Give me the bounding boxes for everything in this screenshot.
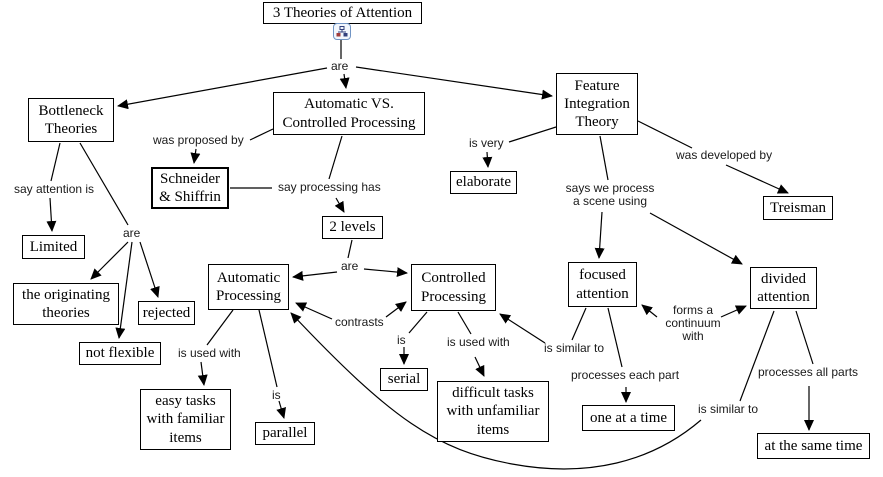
concept-elaborate[interactable]: elaborate: [450, 171, 517, 194]
link-was-developed-by[interactable]: was developed by: [676, 148, 773, 162]
link-say-processing-has[interactable]: say processing has: [278, 180, 381, 194]
link-say-attention-is[interactable]: say attention is: [14, 182, 95, 196]
link-says-we-process[interactable]: says we process a scene using: [565, 181, 655, 208]
link-is-very[interactable]: is very: [469, 136, 504, 150]
concept-serial[interactable]: serial: [380, 368, 428, 391]
link-was-proposed-by[interactable]: was proposed by: [153, 133, 244, 147]
concept-title[interactable]: 3 Theories of Attention: [263, 2, 422, 24]
link-are-mid[interactable]: are: [341, 259, 359, 273]
link-processes-each-part[interactable]: processes each part: [571, 368, 680, 382]
concept-parallel[interactable]: parallel: [255, 422, 315, 445]
link-are-top[interactable]: are: [331, 59, 349, 73]
concept-at-the-same-time[interactable]: at the same time: [757, 433, 870, 459]
link-is-similar-to-1[interactable]: is similar to: [544, 341, 605, 355]
concept-2-levels[interactable]: 2 levels: [322, 216, 383, 239]
resource-tree-icon[interactable]: [333, 23, 351, 40]
concept-automatic-processing[interactable]: Automatic Processing: [208, 264, 289, 310]
concept-one-at-a-time[interactable]: one at a time: [582, 405, 675, 431]
concept-difficult-tasks[interactable]: difficult tasks with unfamiliar items: [437, 381, 549, 442]
concept-treisman[interactable]: Treisman: [763, 196, 833, 220]
link-is-similar-to-2[interactable]: is similar to: [698, 402, 759, 416]
concept-not-flexible[interactable]: not flexible: [79, 342, 161, 365]
link-processes-all-parts[interactable]: processes all parts: [758, 365, 859, 379]
link-is-left[interactable]: is: [272, 388, 281, 402]
link-is-used-with-right[interactable]: is used with: [447, 335, 510, 349]
concept-easy-tasks[interactable]: easy tasks with familiar items: [140, 389, 231, 450]
concept-controlled-processing[interactable]: Controlled Processing: [411, 264, 496, 311]
concept-rejected[interactable]: rejected: [138, 301, 195, 325]
link-forms-a-continuum[interactable]: forms a continuum with: [665, 303, 721, 343]
concept-bottleneck-theories[interactable]: Bottleneck Theories: [28, 98, 114, 142]
concept-focused-attention[interactable]: focused attention: [568, 262, 637, 307]
concept-automatic-vs-controlled[interactable]: Automatic VS. Controlled Processing: [273, 92, 425, 135]
resource-tree-glyph: [336, 26, 348, 37]
link-are-left[interactable]: are: [123, 226, 141, 240]
link-is-used-with-left[interactable]: is used with: [178, 346, 241, 360]
concept-schneider-shiffrin[interactable]: Schneider & Shiffrin: [151, 167, 229, 209]
concept-originating-theories[interactable]: the originating theories: [13, 283, 119, 325]
link-is-right[interactable]: is: [397, 333, 406, 347]
concept-feature-integration-theory[interactable]: Feature Integration Theory: [556, 73, 638, 135]
concept-limited[interactable]: Limited: [22, 235, 85, 259]
concept-divided-attention[interactable]: divided attention: [750, 267, 817, 309]
link-contrasts[interactable]: contrasts: [335, 315, 384, 329]
